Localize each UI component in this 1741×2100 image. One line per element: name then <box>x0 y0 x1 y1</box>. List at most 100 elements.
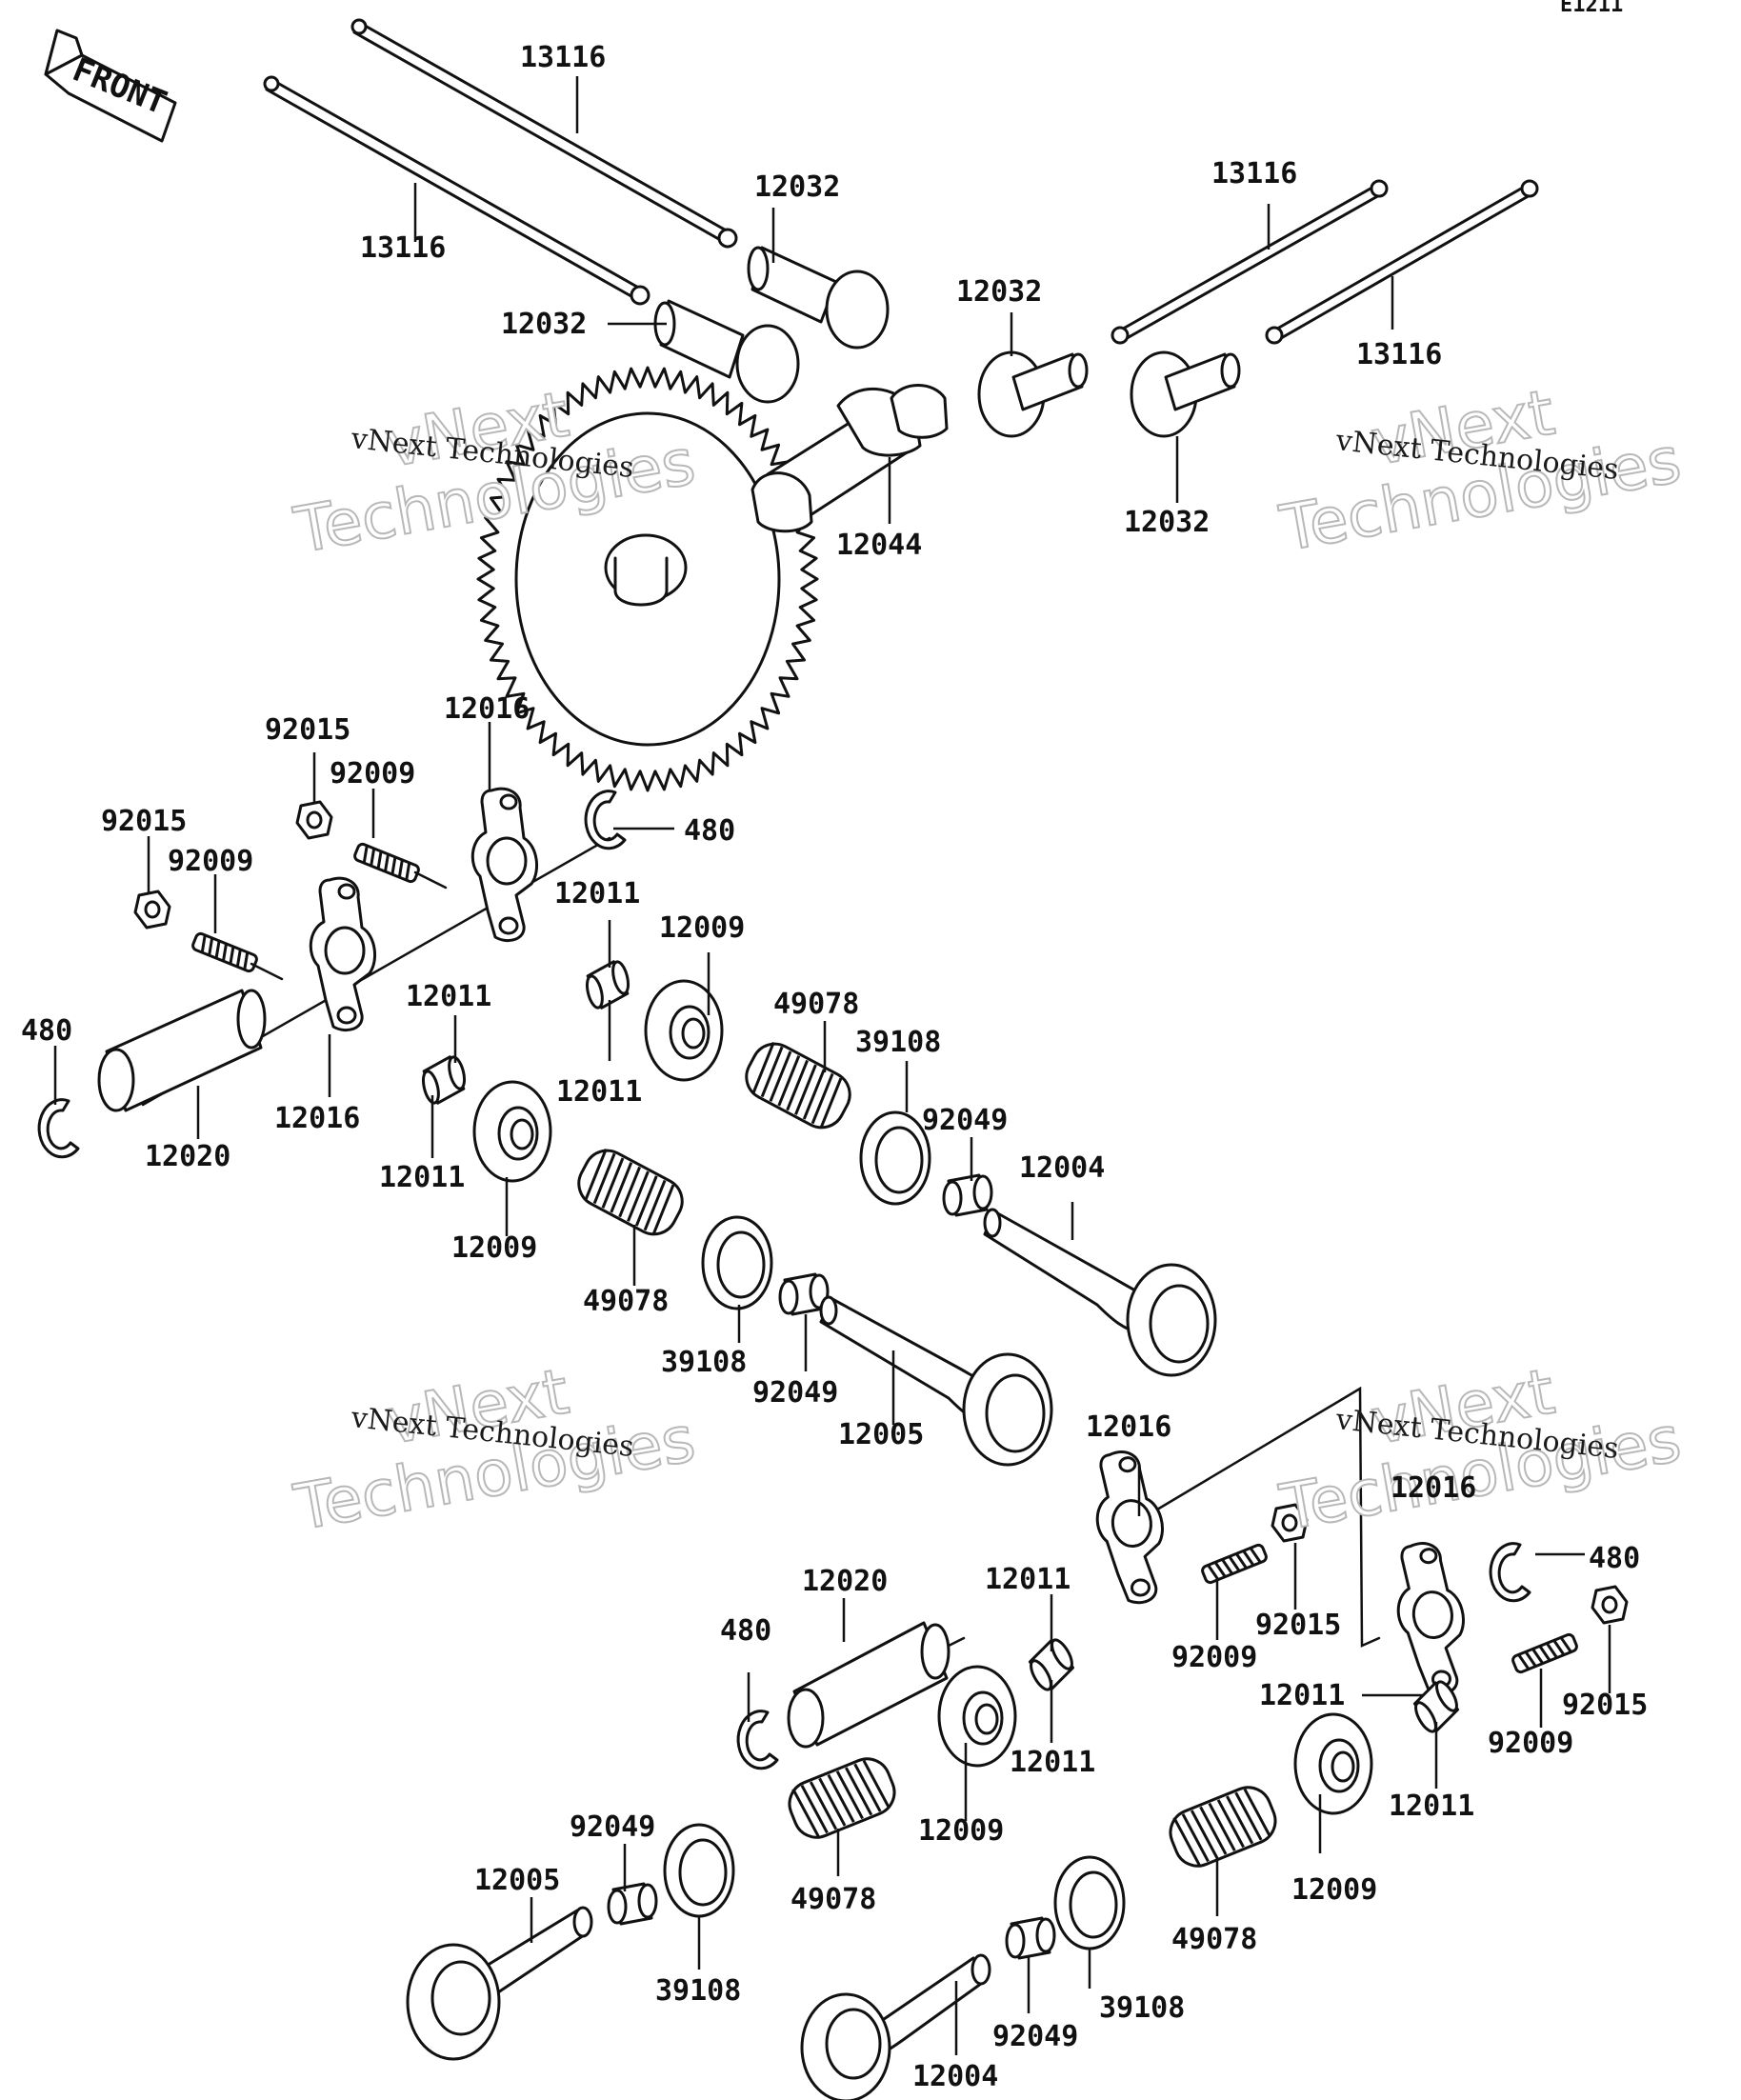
part-label: 12009 <box>659 911 745 945</box>
leader-lines <box>53 76 1611 2055</box>
tappet <box>653 299 800 404</box>
part-labels: 13116 13116 13116 13116 12032 12032 1203… <box>21 41 1648 2093</box>
tappet <box>1130 350 1241 438</box>
part-label: 12032 <box>956 275 1042 309</box>
adjust-screw <box>190 930 260 974</box>
spring-seat <box>663 1823 735 1918</box>
lower-rocker-assembly <box>736 1386 1629 1770</box>
tappet <box>747 246 890 350</box>
part-label: 49078 <box>773 988 859 1021</box>
part-label: 13116 <box>1211 157 1297 190</box>
part-label: 49078 <box>1171 1923 1257 1956</box>
spring-seat <box>701 1215 773 1310</box>
watermark: Technologies vNext vNext Technologies <box>1273 1353 1687 1545</box>
part-label: 92015 <box>101 805 187 838</box>
spring-seat <box>1053 1855 1126 1950</box>
part-label: 12011 <box>1010 1746 1095 1779</box>
circlip <box>736 1710 779 1770</box>
spring-seat <box>859 1110 931 1206</box>
part-label: 12011 <box>554 877 640 910</box>
rocker-shaft <box>787 1621 951 1749</box>
exhaust-valve <box>983 1208 1217 1377</box>
part-label: 49078 <box>583 1285 669 1318</box>
part-label: 39108 <box>655 1974 741 2008</box>
rocker-arm <box>1089 1447 1172 1608</box>
part-label: 12005 <box>838 1418 924 1451</box>
valve-collet <box>416 1052 471 1108</box>
part-label: 92009 <box>168 845 253 878</box>
intake-valve <box>406 1906 593 2061</box>
stem-seal <box>942 1173 993 1217</box>
spring-retainer <box>472 1080 552 1183</box>
valve-spring <box>736 1034 860 1137</box>
part-label: 92049 <box>752 1376 838 1410</box>
part-label: 12020 <box>145 1140 230 1173</box>
circlip <box>1489 1542 1531 1603</box>
spring-retainer <box>1293 1712 1373 1815</box>
pushrod <box>263 75 650 306</box>
part-label: 12032 <box>501 308 587 341</box>
spring-retainer <box>937 1665 1017 1768</box>
camshaft <box>750 384 949 533</box>
lower-valve-stacks <box>406 1665 1373 2100</box>
adjust-screw <box>1510 1631 1580 1675</box>
part-label: 12011 <box>379 1161 465 1194</box>
part-label: 49078 <box>790 1883 876 1916</box>
part-label: 480 <box>1589 1542 1640 1575</box>
part-label: 92009 <box>1171 1641 1257 1674</box>
pushrod-group <box>263 18 1539 345</box>
part-label: 480 <box>21 1014 72 1048</box>
tappet <box>977 350 1089 438</box>
part-label: 12004 <box>1019 1151 1105 1185</box>
part-label: 92049 <box>570 1810 655 1844</box>
upper-valve-stacks <box>472 979 1217 1467</box>
part-label: 480 <box>684 814 735 848</box>
part-label: 12009 <box>1291 1873 1377 1907</box>
pushrod <box>1265 179 1539 345</box>
part-label: 12011 <box>406 980 491 1013</box>
part-label: 12016 <box>1391 1471 1476 1505</box>
part-label: 12032 <box>754 170 840 204</box>
spring-retainer <box>644 979 724 1082</box>
part-label: 12032 <box>1124 506 1210 539</box>
part-label: 12044 <box>836 529 922 562</box>
part-label: 12009 <box>918 1814 1004 1848</box>
part-label: 12011 <box>556 1075 642 1109</box>
watermark: Technologies vNext vNext Technologies <box>1273 374 1687 566</box>
rocker-arm <box>309 876 377 1032</box>
circlip <box>584 790 627 850</box>
pushrod <box>1111 179 1389 345</box>
adjust-nut <box>295 800 333 840</box>
valve-spring <box>1162 1779 1284 1874</box>
part-label: 12016 <box>1086 1410 1171 1444</box>
part-label: 13116 <box>360 231 446 265</box>
valve-spring <box>569 1141 692 1244</box>
part-label: 12011 <box>1259 1679 1345 1712</box>
part-label: 92009 <box>1488 1727 1573 1760</box>
pushrod <box>350 18 738 249</box>
part-label: 92015 <box>265 713 350 747</box>
rocker-shaft <box>97 989 267 1112</box>
part-label: 13116 <box>1356 338 1442 371</box>
part-label: 92015 <box>1255 1609 1341 1642</box>
part-label: 39108 <box>1099 1991 1185 2025</box>
part-label: 92049 <box>922 1104 1008 1137</box>
part-label: 13116 <box>520 41 606 74</box>
camshaft-gear <box>476 366 819 792</box>
part-label: 39108 <box>855 1026 941 1059</box>
diagram-code: E1211 <box>1560 0 1623 17</box>
part-label: 12005 <box>474 1864 560 1897</box>
part-label: 12011 <box>1389 1790 1474 1823</box>
front-direction-arrow: FRONT <box>44 29 177 143</box>
rocker-arm <box>470 787 539 943</box>
part-label: 92009 <box>330 757 415 790</box>
adjust-screw <box>351 841 422 885</box>
upper-rocker-assembly <box>37 787 635 1159</box>
valve-spring <box>781 1750 903 1846</box>
stem-seal <box>607 1882 658 1926</box>
part-label: 92049 <box>992 2020 1078 2053</box>
part-label: 12016 <box>444 692 530 726</box>
adjust-screw <box>1199 1542 1270 1586</box>
exhaust-valve <box>800 1953 991 2100</box>
